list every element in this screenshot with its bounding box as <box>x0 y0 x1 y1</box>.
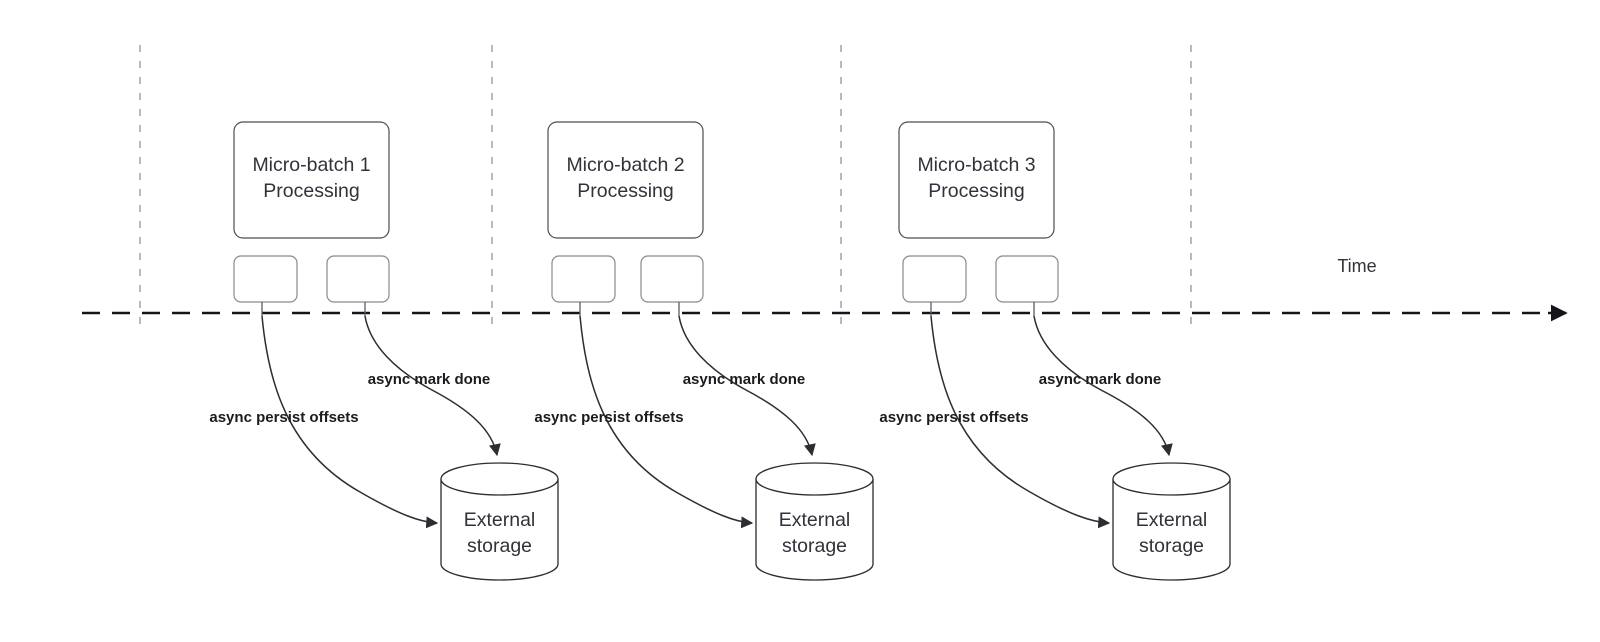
external-storage-1[interactable]: External storage <box>440 462 559 581</box>
persist-offsets-edge-2 <box>579 315 754 529</box>
external-storage-3-label-line1: External <box>1136 509 1208 531</box>
external-storage-1-label-line1: External <box>464 509 536 531</box>
persist-offsets-edge-3 <box>930 315 1111 529</box>
micro-batch-group-3: Micro-batch 3 Processing async persist o… <box>879 121 1231 581</box>
micro-batch-1-box[interactable] <box>233 121 390 239</box>
mark-done-label-3: async mark done <box>1039 371 1162 388</box>
mark-done-edge-1 <box>364 315 501 457</box>
micro-batch-3-box[interactable] <box>898 121 1055 239</box>
micro-batch-group-2: Micro-batch 2 Processing async persist o… <box>534 121 874 581</box>
persist-offsets-label-2: async persist offsets <box>534 409 683 426</box>
micro-batch-3-task-a[interactable] <box>902 255 967 303</box>
micro-batch-2-task-a[interactable] <box>551 255 616 303</box>
mark-done-label-2: async mark done <box>683 371 806 388</box>
micro-batch-3-task-b[interactable] <box>995 255 1059 303</box>
micro-batch-2-task-b[interactable] <box>640 255 704 303</box>
micro-batch-group-1: Micro-batch 1 Processing async persist o… <box>209 121 559 581</box>
persist-offsets-label-1: async persist offsets <box>209 409 358 426</box>
mark-done-label-1: async mark done <box>368 371 491 388</box>
micro-batch-1-label-line2: Processing <box>263 180 359 202</box>
micro-batch-3-label-line1: Micro-batch 3 <box>917 154 1035 176</box>
mark-done-edge-3 <box>1033 315 1173 457</box>
time-axis-label: Time <box>1337 256 1376 276</box>
persist-offsets-label-3: async persist offsets <box>879 409 1028 426</box>
time-axis: Time <box>82 256 1568 322</box>
micro-batch-1-task-b[interactable] <box>326 255 390 303</box>
micro-batch-2-label-line2: Processing <box>577 180 673 202</box>
external-storage-2-label-line1: External <box>779 509 851 531</box>
micro-batch-3-label-line2: Processing <box>928 180 1024 202</box>
external-storage-2[interactable]: External storage <box>755 462 874 581</box>
micro-batch-1-task-a[interactable] <box>233 255 298 303</box>
micro-batch-1-label-line1: Micro-batch 1 <box>252 154 370 176</box>
external-storage-2-label-line2: storage <box>782 535 847 557</box>
persist-offsets-edge-1 <box>261 315 439 529</box>
external-storage-3-label-line2: storage <box>1139 535 1204 557</box>
micro-batch-2-box[interactable] <box>547 121 704 239</box>
mark-done-edge-2 <box>678 315 816 457</box>
external-storage-1-label-line2: storage <box>467 535 532 557</box>
micro-batch-2-label-line1: Micro-batch 2 <box>566 154 684 176</box>
external-storage-3[interactable]: External storage <box>1112 462 1231 581</box>
